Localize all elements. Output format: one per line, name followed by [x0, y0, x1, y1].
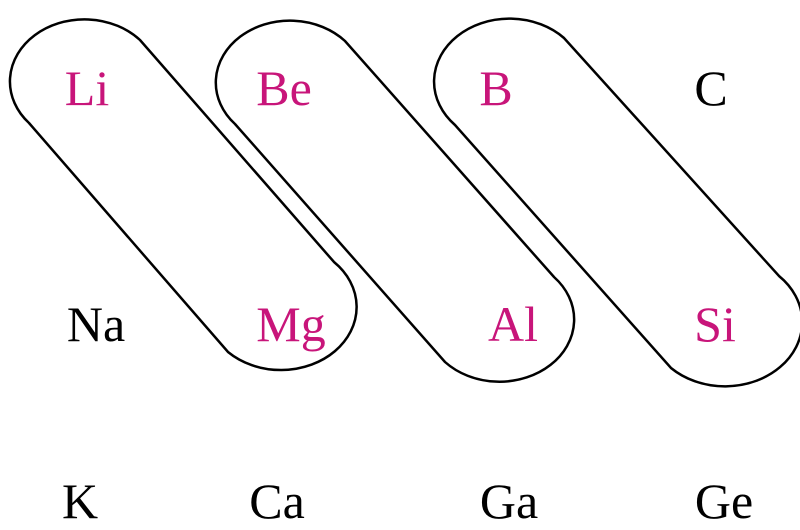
element-al: Al — [488, 296, 538, 352]
element-li: Li — [65, 60, 109, 116]
diagonal-pair-outlines — [8, 17, 800, 388]
element-be: Be — [256, 60, 312, 116]
element-ge: Ge — [695, 473, 753, 529]
element-ga: Ga — [480, 473, 538, 529]
pair-outline-li-mg — [8, 18, 358, 372]
element-b: B — [479, 60, 512, 116]
element-k: K — [62, 473, 98, 529]
element-ca: Ca — [249, 473, 305, 529]
pair-outline-be-al — [214, 19, 576, 383]
element-c: C — [694, 60, 727, 116]
pair-outline-b-si — [432, 17, 800, 388]
element-row-period-2: Li Be B C — [65, 60, 728, 116]
element-na: Na — [67, 296, 125, 352]
element-row-period-3: Na Mg Al Si — [67, 296, 736, 352]
element-si: Si — [694, 296, 736, 352]
element-mg: Mg — [256, 296, 325, 352]
element-row-period-4: K Ca Ga Ge — [62, 473, 753, 529]
